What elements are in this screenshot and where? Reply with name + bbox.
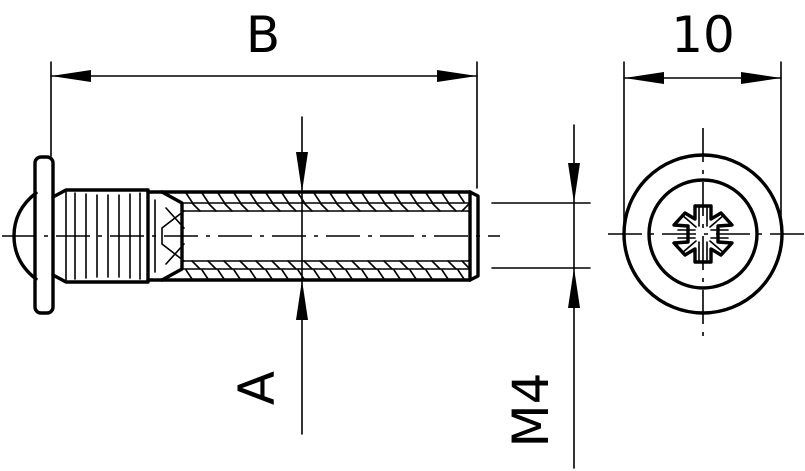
internal-thread: [161, 192, 471, 280]
head-outer-circle: [622, 153, 784, 315]
arrowhead-10-right: [741, 72, 781, 84]
arrowhead-a-bottom: [296, 280, 308, 320]
arrowhead-right: [437, 70, 477, 82]
dimension-length: B: [50, 6, 478, 189]
side-view: [2, 155, 500, 315]
sleeve-body: [146, 190, 480, 282]
dimension-label-b: B: [246, 6, 280, 64]
arrowhead-m4-bottom: [568, 268, 580, 308]
dimension-thread: M4: [491, 124, 591, 469]
dimension-label-10: 10: [671, 6, 735, 64]
head-flange: [33, 155, 55, 315]
pozidriv-recess: [672, 204, 734, 264]
dimension-label-m4: M4: [502, 373, 560, 448]
dimension-label-a: A: [228, 371, 286, 405]
arrowhead-left: [51, 70, 91, 82]
arrowhead-a-top: [296, 152, 308, 192]
end-view: [608, 128, 805, 340]
knurled-neck: [51, 188, 150, 284]
dimension-head-diameter: 10: [623, 6, 782, 225]
pozidriv-ribs: [677, 205, 729, 263]
dimension-sleeve-diameter: A: [228, 116, 308, 435]
arrowhead-m4-top: [568, 163, 580, 203]
head-inner-circle: [647, 178, 759, 290]
arrowhead-10-left: [624, 72, 664, 84]
head-dome: [12, 191, 38, 281]
